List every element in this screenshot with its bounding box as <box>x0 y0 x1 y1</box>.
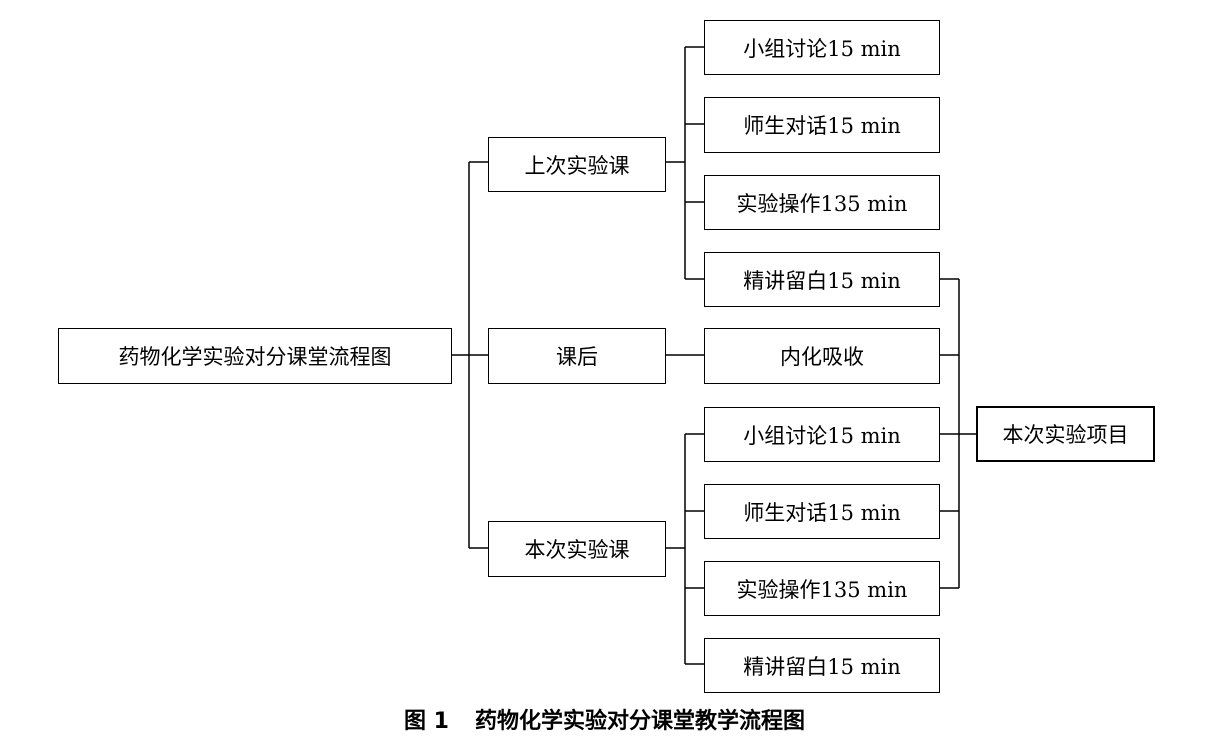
figure-caption: 图 1 药物化学实验对分课堂教学流程图 <box>0 703 1209 735</box>
this-operation-node: 实验操作135 min <box>704 561 940 616</box>
internalize-node: 内化吸收 <box>704 328 940 384</box>
this-lecture-node: 精讲留白15 min <box>704 638 940 693</box>
last-lecture-node: 精讲留白15 min <box>704 252 940 307</box>
last-discussion-node: 小组讨论15 min <box>704 20 940 75</box>
project-node: 本次实验项目 <box>976 406 1155 462</box>
this-discussion-node: 小组讨论15 min <box>704 407 940 462</box>
this-dialogue-node: 师生对话15 min <box>704 484 940 539</box>
last-dialogue-node: 师生对话15 min <box>704 97 940 153</box>
last-lab-node: 上次实验课 <box>488 137 666 192</box>
this-lab-node: 本次实验课 <box>488 521 666 577</box>
after-class-node: 课后 <box>488 328 666 384</box>
figure-title: 药物化学实验对分课堂教学流程图 <box>474 709 805 734</box>
root-node: 药物化学实验对分课堂流程图 <box>58 328 452 384</box>
figure-number: 图 1 <box>404 709 449 734</box>
last-operation-node: 实验操作135 min <box>704 175 940 230</box>
